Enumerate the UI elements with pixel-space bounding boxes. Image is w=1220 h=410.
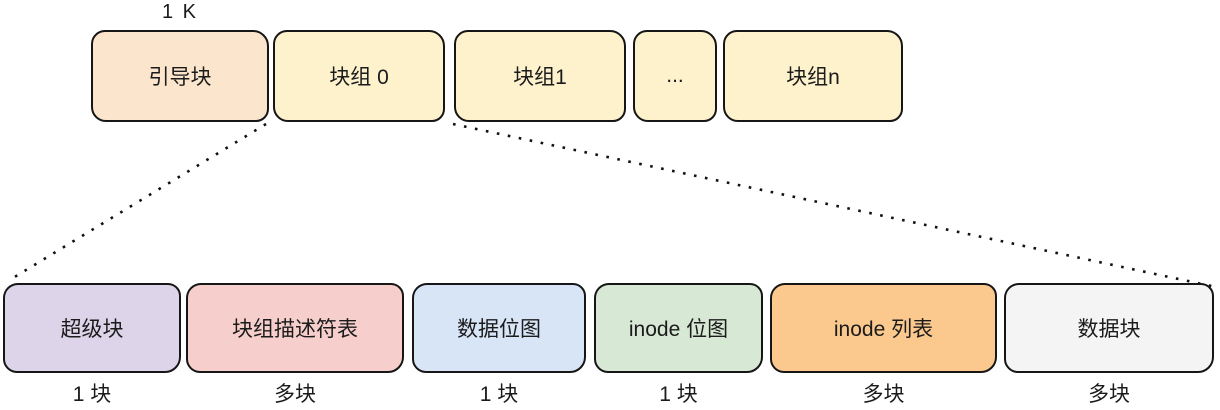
block-group-section: inode 列表 多块 bbox=[770, 283, 997, 408]
block-group-section-label: 数据位图 bbox=[457, 318, 541, 341]
block-group-section: inode 位图 1 块 bbox=[594, 283, 763, 408]
block-group-section-label: 块组描述符表 bbox=[232, 318, 358, 341]
block-count-label: 多块 bbox=[274, 383, 316, 406]
block-group-section: 超级块 1 块 bbox=[3, 283, 181, 408]
block-group-section-label: 数据块 bbox=[1077, 318, 1141, 341]
block-count-label: 多块 bbox=[862, 383, 905, 406]
block-size-label: 1 K bbox=[161, 1, 199, 23]
disk-block: 块组1 bbox=[454, 30, 626, 122]
disk-block-label: 引导块 bbox=[148, 66, 212, 89]
disk-block-label: 块组n bbox=[786, 66, 840, 89]
block-group-section: 数据块 多块 bbox=[1004, 283, 1214, 408]
block-group-section-label: inode 位图 bbox=[628, 318, 729, 341]
disk-block-label: 块组 0 bbox=[329, 66, 389, 89]
disk-block: ... bbox=[633, 30, 717, 122]
block-group-section: 数据位图 1 块 bbox=[412, 283, 586, 408]
block-group-section: 块组描述符表 多块 bbox=[186, 283, 404, 408]
dotted-connector-line bbox=[452, 122, 1217, 289]
block-group-section-label: 超级块 bbox=[60, 318, 124, 341]
block-group-section-label: inode 列表 bbox=[833, 318, 934, 341]
disk-block: 块组 0 bbox=[273, 30, 445, 122]
disk-block-label: ... bbox=[666, 64, 684, 87]
block-count-label: 1 块 bbox=[479, 383, 519, 406]
disk-block: 块组n bbox=[723, 30, 903, 122]
block-count-label: 多块 bbox=[1088, 383, 1130, 406]
block-count-label: 1 块 bbox=[659, 383, 698, 406]
disk-block-label: 块组1 bbox=[513, 66, 567, 89]
block-count-label: 1 块 bbox=[72, 383, 112, 406]
dotted-connector-line bbox=[7, 122, 267, 283]
disk-block: 引导块 bbox=[91, 30, 269, 122]
